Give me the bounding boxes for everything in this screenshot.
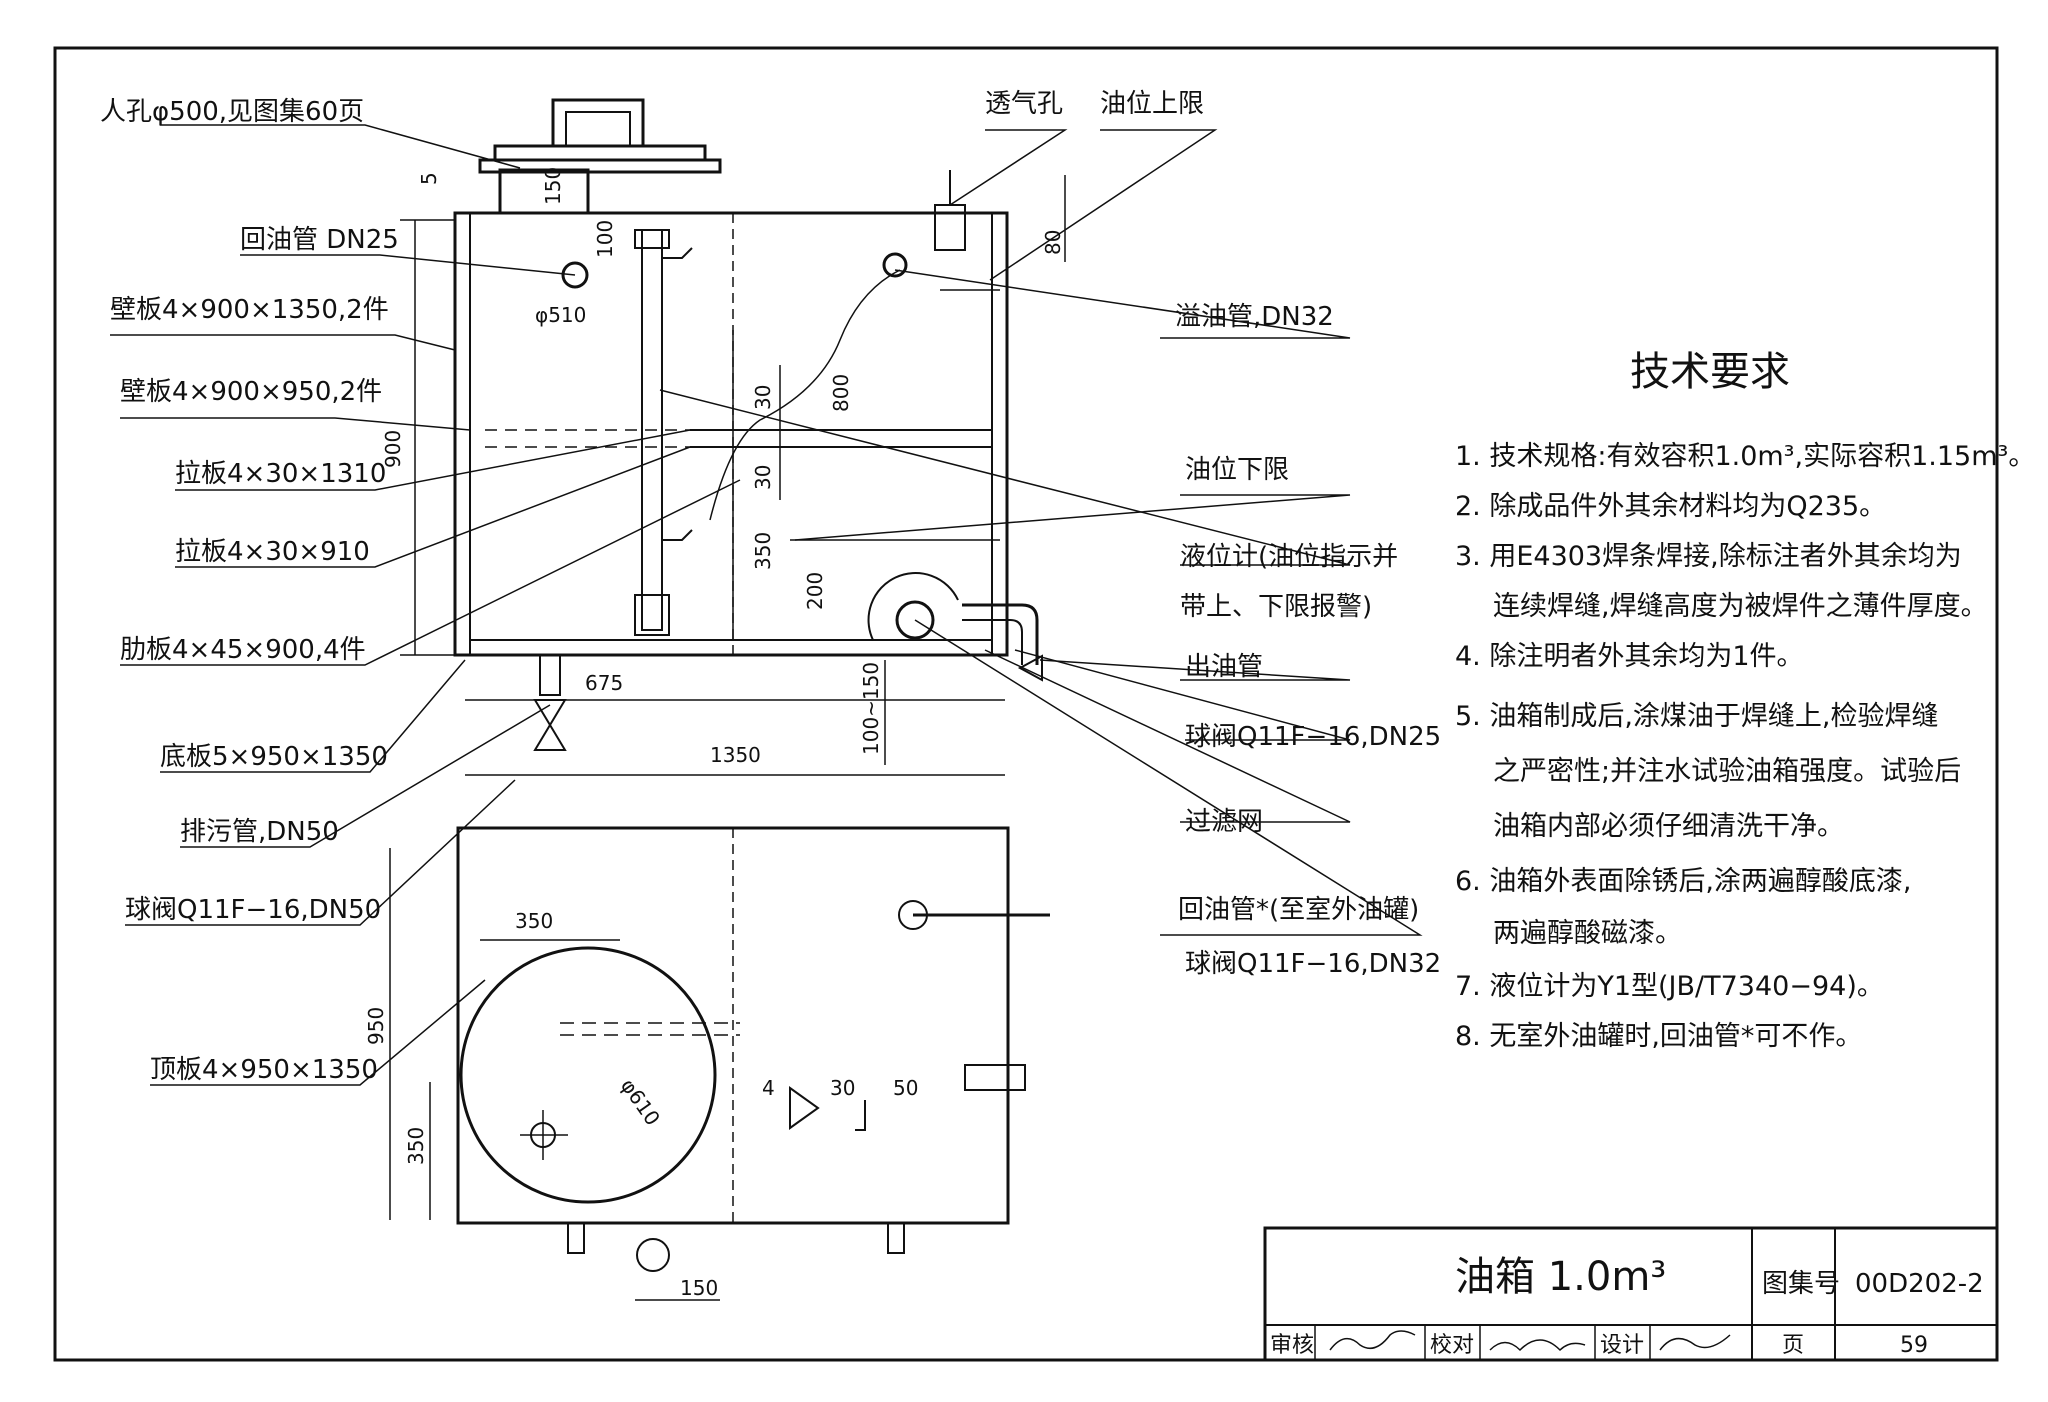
requirement-item: 1. 技术规格:有效容积1.0m³,实际容积1.15m³。	[1455, 441, 2035, 472]
dim-plan-350: 350	[515, 909, 553, 933]
outlet-circle	[895, 600, 935, 640]
label-wall-panel-1: 壁板4×900×1350,2件	[110, 295, 389, 325]
dim-1350: 1350	[710, 743, 761, 767]
label-drain-pipe: 排污管,DN50	[180, 817, 339, 847]
requirement-item: 连续焊缝,焊缝高度为被焊件之薄件厚度。	[1493, 591, 1988, 622]
label-vent: 透气孔	[985, 89, 1063, 119]
tank-body-front	[453, 211, 1009, 657]
dim-100-150: 100~150	[859, 662, 883, 755]
label-manhole: 人孔φ500,见图集60页	[100, 97, 364, 127]
drawing-frame	[53, 46, 1999, 1362]
check-label: 校对	[1430, 1333, 1474, 1358]
requirement-item: 之严密性;并注水试验油箱强度。试验后	[1493, 756, 1961, 787]
label-outlet: 出油管	[1185, 652, 1263, 682]
label-return-outdoor: 回油管*(至室外油罐)	[1178, 895, 1419, 925]
requirements-title: 技术要求	[1630, 349, 1790, 395]
dim-350: 350	[751, 532, 775, 570]
label-ball-valve-32: 球阀Q11F−16,DN32	[1185, 949, 1441, 979]
page-number: 59	[1900, 1333, 1928, 1358]
dim-5: 5	[417, 172, 441, 185]
label-oil-lower: 油位下限	[1185, 455, 1289, 485]
label-tie-910: 拉板4×30×910	[175, 537, 370, 567]
title-block-title: 油箱 1.0m³	[1455, 1254, 1666, 1300]
label-ball-valve-25: 球阀Q11F−16,DN25	[1185, 722, 1441, 752]
plan-view	[389, 826, 1050, 1301]
requirement-item: 7. 液位计为Y1型(JB/T7340−94)。	[1455, 971, 1884, 1002]
requirement-item: 3. 用E4303焊条焊接,除标注者外其余均为	[1455, 541, 1962, 572]
review-label: 审核	[1270, 1333, 1314, 1358]
label-wall-panel-2: 壁板4×900×950,2件	[120, 377, 382, 407]
requirement-item: 5. 油箱制成后,涂煤油于焊缝上,检验焊缝	[1455, 701, 1939, 732]
dim-plan-950: 950	[364, 1007, 388, 1045]
label-tie-1310: 拉板4×30×1310	[175, 459, 386, 489]
requirement-item: 8. 无室外油罐时,回油管*可不作。	[1455, 1021, 1862, 1052]
front-elevation	[400, 98, 1066, 776]
manhole-neck	[498, 168, 590, 215]
dim-510: φ510	[535, 303, 586, 327]
dim-30a: 30	[751, 385, 775, 410]
weld-50: 50	[893, 1076, 918, 1100]
dim-100: 100	[593, 220, 617, 258]
dim-plan-350-side: 350	[404, 1127, 428, 1165]
weld-4: 4	[762, 1076, 775, 1100]
manhole-plan	[459, 946, 717, 1204]
dim-150-top: 150	[541, 167, 565, 205]
label-overflow: 溢油管,DN32	[1175, 302, 1334, 332]
atlas-number: 00D202-2	[1855, 1269, 1984, 1299]
return-pipe-circle	[561, 261, 589, 289]
label-rib: 肋板4×45×900,4件	[120, 635, 366, 665]
dim-900: 900	[381, 430, 405, 468]
dim-675: 675	[585, 671, 623, 695]
dim-200: 200	[803, 572, 827, 610]
dim-800: 800	[829, 374, 853, 412]
dim-80: 80	[1041, 230, 1065, 255]
requirement-item: 4. 除注明者外其余均为1件。	[1455, 641, 1804, 672]
requirement-item: 6. 油箱外表面除锈后,涂两遍醇酸底漆,	[1455, 866, 1912, 897]
weld-30: 30	[830, 1076, 855, 1100]
requirement-item: 两遍醇酸磁漆。	[1493, 918, 1682, 949]
title-block	[1263, 1226, 1999, 1362]
label-return-pipe: 回油管 DN25	[240, 225, 399, 255]
label-level-gauge-1: 液位计(油位指示并	[1180, 542, 1398, 572]
leader-lines	[110, 124, 1423, 1086]
label-filter: 过滤网	[1185, 807, 1263, 837]
label-top-plate: 顶板4×950×1350	[150, 1055, 378, 1085]
label-ball-valve-50: 球阀Q11F−16,DN50	[125, 895, 381, 925]
atlas-label: 图集号	[1762, 1269, 1840, 1299]
dim-plan-610: φ610	[616, 1074, 665, 1130]
dim-plan-150: 150	[680, 1276, 718, 1300]
design-label: 设计	[1600, 1333, 1644, 1358]
label-level-gauge-2: 带上、下限报警)	[1180, 592, 1372, 622]
requirement-item: 2. 除成品件外其余材料均为Q235。	[1455, 491, 1886, 522]
label-oil-upper: 油位上限	[1100, 89, 1204, 119]
drain-pipe	[539, 654, 561, 696]
label-bottom-plate: 底板5×950×1350	[160, 742, 388, 772]
page-label: 页	[1782, 1333, 1804, 1358]
dim-30b: 30	[751, 465, 775, 490]
requirement-item: 油箱内部必须仔细清洗干净。	[1493, 811, 1844, 842]
